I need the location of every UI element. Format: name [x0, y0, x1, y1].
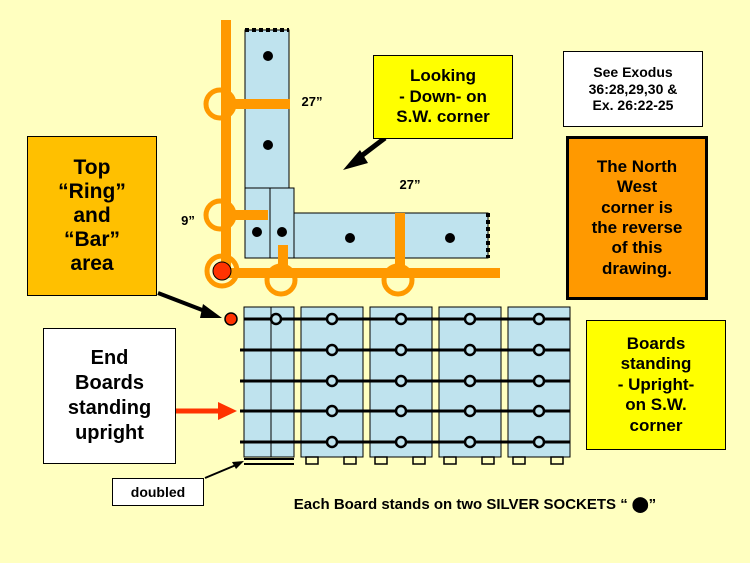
top-view-south-wall [244, 187, 490, 259]
north-west-label: The North West corner is the reverse of … [566, 136, 708, 300]
socket-dot [252, 227, 262, 237]
socket-dot [277, 227, 287, 237]
socket-dot [263, 140, 273, 150]
ring [264, 263, 298, 297]
socket-dot [263, 51, 273, 61]
dim-9: 9” [181, 213, 195, 229]
end-boards-label: End Boards standing upright [43, 328, 176, 464]
red-corner-ring [224, 312, 238, 326]
see-exodus-label: See Exodus 36:28,29,30 & Ex. 26:22-25 [563, 51, 703, 127]
boards-standing-label: Boards standing - Upright- on S.W. corne… [586, 320, 726, 450]
ring [203, 198, 237, 232]
ring [203, 87, 237, 121]
corner-board [244, 187, 271, 259]
top-ring-bar-label: Top “Ring” and “Bar” area [27, 136, 157, 296]
front-view-rings [269, 312, 546, 449]
top-ring-arrow [157, 291, 222, 318]
top-view-board [293, 212, 489, 259]
corner-ring [204, 253, 240, 289]
bars-and-rings [203, 20, 500, 297]
end-boards-arrow [175, 402, 237, 420]
caption: Each Board stands on two SILVER SOCKETS … [293, 496, 657, 513]
socket-dot [345, 233, 355, 243]
looking-down-arrow [343, 136, 387, 170]
corner-socket-red [212, 261, 232, 281]
doubled-arrow [204, 461, 244, 479]
dim-27-horizontal: 27” [399, 177, 421, 193]
doubled-label: doubled [112, 478, 204, 506]
silver-sockets [305, 456, 564, 465]
ring [381, 263, 415, 297]
dim-27-vertical: 27” [301, 94, 323, 110]
looking-down-label: Looking - Down- on S.W. corner [373, 55, 513, 139]
socket-dot [445, 233, 455, 243]
